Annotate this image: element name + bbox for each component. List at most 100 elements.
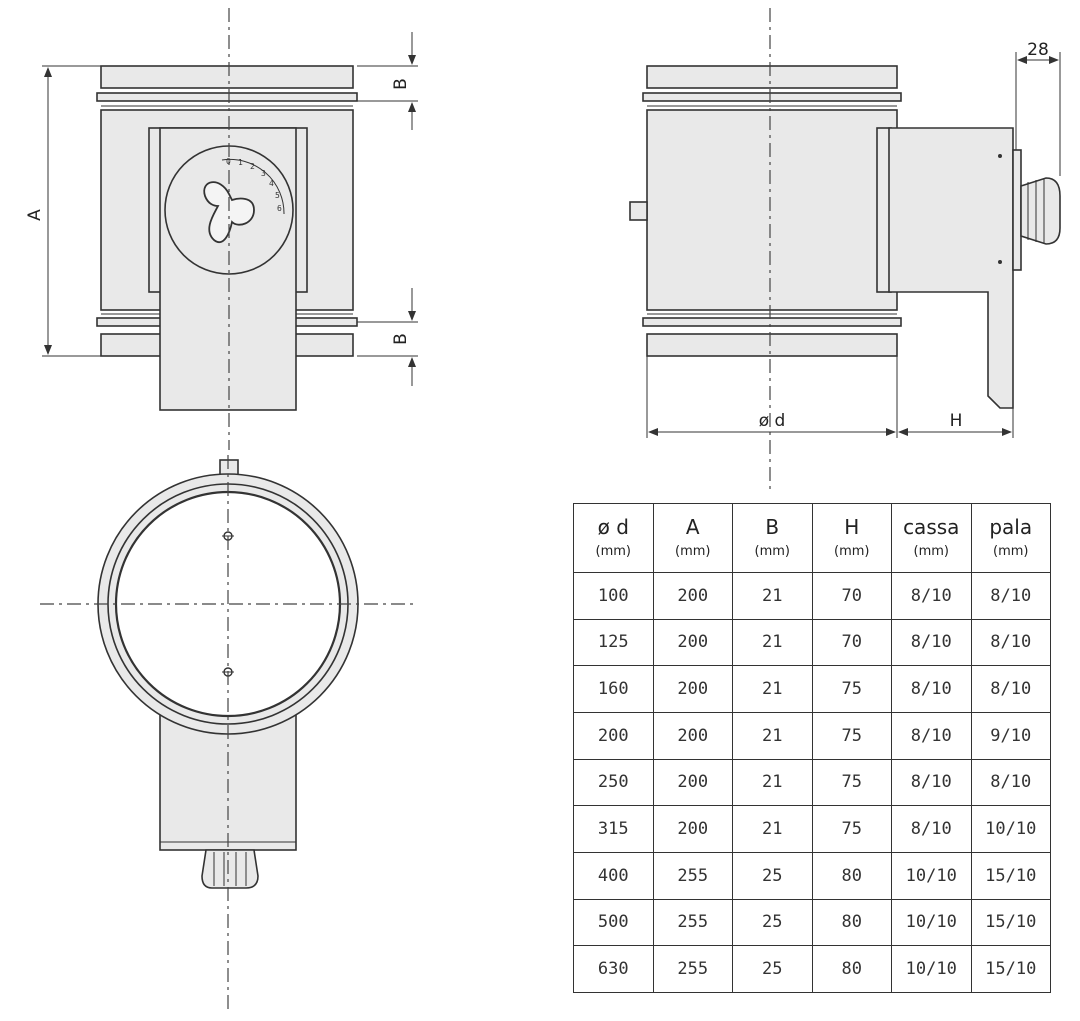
table-cell: 160 <box>573 665 654 713</box>
header-d: ø d(mm) <box>573 503 654 573</box>
label-A: A <box>25 209 45 221</box>
table-cell: 125 <box>573 618 654 667</box>
side-top-collar <box>646 65 898 89</box>
table-cell: 8/10 <box>970 618 1051 667</box>
table-row: 100 200 21 70 8/10 8/10 <box>573 572 1051 620</box>
table-cell: 315 <box>573 805 654 853</box>
table-cell: 21 <box>732 711 813 760</box>
table-cell: 255 <box>652 898 733 947</box>
table-cell: 70 <box>811 618 892 667</box>
table-cell: 8/10 <box>891 665 972 713</box>
side-view <box>629 8 1061 490</box>
header-B: B(mm) <box>732 503 813 573</box>
side-knob-icon <box>1020 177 1061 245</box>
table-cell: 255 <box>652 945 733 993</box>
table-cell: 75 <box>811 758 892 807</box>
table-cell: 15/10 <box>970 898 1051 947</box>
table-cell: 75 <box>811 711 892 760</box>
table-cell: 200 <box>652 711 733 760</box>
table-row: 400 255 25 80 10/10 15/10 <box>573 851 1051 900</box>
table-cell: 8/10 <box>970 572 1051 620</box>
side-body <box>646 109 898 311</box>
table-cell: 25 <box>732 945 813 993</box>
table-cell: 8/10 <box>970 665 1051 713</box>
svg-text:1: 1 <box>238 158 243 167</box>
table-cell: 80 <box>811 945 892 993</box>
dimension-A: A <box>25 65 101 357</box>
table-cell: 21 <box>732 665 813 713</box>
table-cell: 21 <box>732 618 813 667</box>
svg-text:5: 5 <box>275 191 280 200</box>
dimension-d: ø d <box>646 356 898 438</box>
table-cell: 255 <box>652 851 733 900</box>
table-cell: 200 <box>652 665 733 713</box>
dimensions-table: ø d(mm) A(mm) B(mm) H(mm) cassa(mm) pala… <box>573 503 1051 993</box>
table-cell: 400 <box>573 851 654 900</box>
label-B-bottom: B <box>391 333 411 345</box>
table-cell: 75 <box>811 805 892 853</box>
label-B-top: B <box>391 78 411 90</box>
label-H: H <box>950 411 963 431</box>
label-28: 28 <box>1027 40 1049 60</box>
header-H: H(mm) <box>811 503 892 573</box>
svg-text:6: 6 <box>277 204 282 213</box>
table-cell: 15/10 <box>970 945 1051 993</box>
side-top-bead <box>642 92 902 102</box>
table-cell: 200 <box>652 618 733 667</box>
table-cell: 25 <box>732 851 813 900</box>
side-bottom-bead <box>642 317 902 327</box>
svg-text:0: 0 <box>226 157 231 166</box>
table-header-row: ø d(mm) A(mm) B(mm) H(mm) cassa(mm) pala… <box>573 503 1051 573</box>
svg-text:2: 2 <box>250 162 255 171</box>
table-cell: 80 <box>811 898 892 947</box>
front-top-bead <box>96 92 358 102</box>
front-view: 0 1 2 3 4 5 6 <box>96 8 358 450</box>
table-row: 250 200 21 75 8/10 8/10 <box>573 758 1051 807</box>
side-shaft-stub <box>629 201 648 221</box>
table-cell: 500 <box>573 898 654 947</box>
table-cell: 10/10 <box>970 805 1051 853</box>
table-cell: 8/10 <box>891 572 972 620</box>
table-row: 200 200 21 75 8/10 9/10 <box>573 711 1051 760</box>
top-view <box>40 455 416 1010</box>
table-cell: 8/10 <box>891 711 972 760</box>
svg-text:4: 4 <box>269 179 274 188</box>
table-cell: 15/10 <box>970 851 1051 900</box>
table-row: 125 200 21 70 8/10 8/10 <box>573 618 1051 667</box>
side-actuator-housing <box>888 127 1014 409</box>
table-cell: 10/10 <box>891 898 972 947</box>
top-knob-icon <box>201 849 259 889</box>
table-cell: 25 <box>732 898 813 947</box>
table-cell: 10/10 <box>891 851 972 900</box>
dial-scale: 0 1 2 3 4 5 6 <box>226 157 282 213</box>
dimension-H: H <box>898 408 1014 438</box>
table-cell: 21 <box>732 572 813 620</box>
table-cell: 75 <box>811 665 892 713</box>
table-cell: 8/10 <box>891 618 972 667</box>
dimension-28: 28 <box>1015 40 1061 176</box>
table-cell: 10/10 <box>891 945 972 993</box>
table-cell: 250 <box>573 758 654 807</box>
table-row: 315 200 21 75 8/10 10/10 <box>573 805 1051 853</box>
header-pala: pala(mm) <box>970 503 1051 573</box>
header-A: A(mm) <box>652 503 733 573</box>
table-cell: 70 <box>811 572 892 620</box>
header-cassa: cassa(mm) <box>891 503 972 573</box>
label-d: ø d <box>759 411 786 431</box>
dimension-B-bottom: B <box>357 288 418 386</box>
side-bottom-collar <box>646 333 898 357</box>
table-cell: 8/10 <box>891 758 972 807</box>
table-cell: 21 <box>732 805 813 853</box>
table-cell: 200 <box>652 805 733 853</box>
table-cell: 100 <box>573 572 654 620</box>
front-top-collar <box>100 65 354 89</box>
dimension-B-top: B <box>357 32 418 130</box>
table-row: 630 255 25 80 10/10 15/10 <box>573 945 1051 993</box>
table-cell: 200 <box>652 758 733 807</box>
table-cell: 8/10 <box>970 758 1051 807</box>
table-row: 160 200 21 75 8/10 8/10 <box>573 665 1051 713</box>
table-row: 500 255 25 80 10/10 15/10 <box>573 898 1051 947</box>
table-cell: 630 <box>573 945 654 993</box>
table-cell: 200 <box>652 572 733 620</box>
